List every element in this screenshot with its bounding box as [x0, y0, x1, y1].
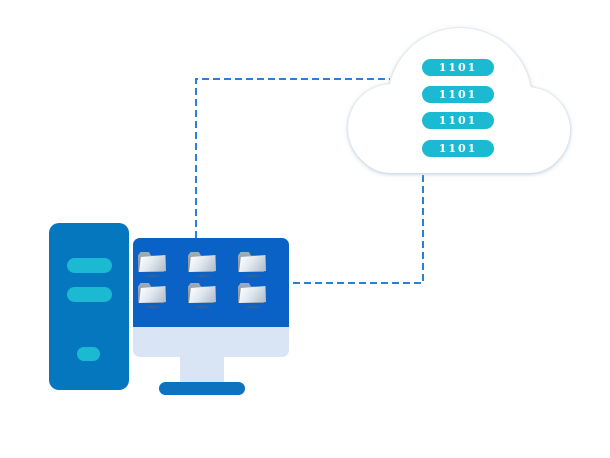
open-folder-icon [188, 282, 218, 309]
monitor-screen [133, 238, 289, 327]
open-folder-icon [238, 251, 268, 278]
server-tower-icon [49, 223, 129, 390]
folder-shadow [142, 274, 163, 278]
folder-shadow [142, 305, 163, 309]
folder-shadow [242, 274, 263, 278]
binary-chip-label: 1101 [438, 88, 478, 101]
binary-chip-label: 1101 [438, 142, 478, 155]
binary-chip: 1101 [422, 59, 494, 76]
folder-front [239, 286, 266, 303]
binary-chip-stack: 1101 1101 1101 1101 [422, 59, 494, 157]
binary-chip: 1101 [422, 86, 494, 103]
dashed-line-cloud-to-monitor [293, 175, 424, 284]
dashed-line-monitor-to-cloud [195, 78, 390, 238]
folder-shadow [192, 305, 213, 309]
desktop-monitor-icon [133, 238, 289, 395]
binary-chip-label: 1101 [438, 61, 478, 74]
binary-chip: 1101 [422, 140, 494, 157]
folder-shadow [242, 305, 263, 309]
drive-slot-bar-icon [67, 287, 112, 302]
monitor-bezel [133, 327, 289, 357]
monitor-stand-base [159, 382, 245, 395]
binary-chip-label: 1101 [438, 114, 478, 127]
folder-front [139, 255, 166, 272]
folder-shadow [192, 274, 213, 278]
open-folder-icon [238, 282, 268, 309]
open-folder-icon [188, 251, 218, 278]
power-button-icon [77, 347, 100, 361]
folder-front [239, 255, 266, 272]
folder-front [139, 286, 166, 303]
binary-chip: 1101 [422, 112, 494, 129]
cloud-base [354, 98, 566, 173]
monitor-stand-neck [180, 357, 224, 382]
cloud-icon: 1101 1101 1101 1101 [348, 28, 572, 173]
folder-front [189, 286, 216, 303]
drive-slot-bar-icon [67, 258, 112, 273]
folder-front [189, 255, 216, 272]
open-folder-icon [138, 251, 168, 278]
open-folder-icon [138, 282, 168, 309]
